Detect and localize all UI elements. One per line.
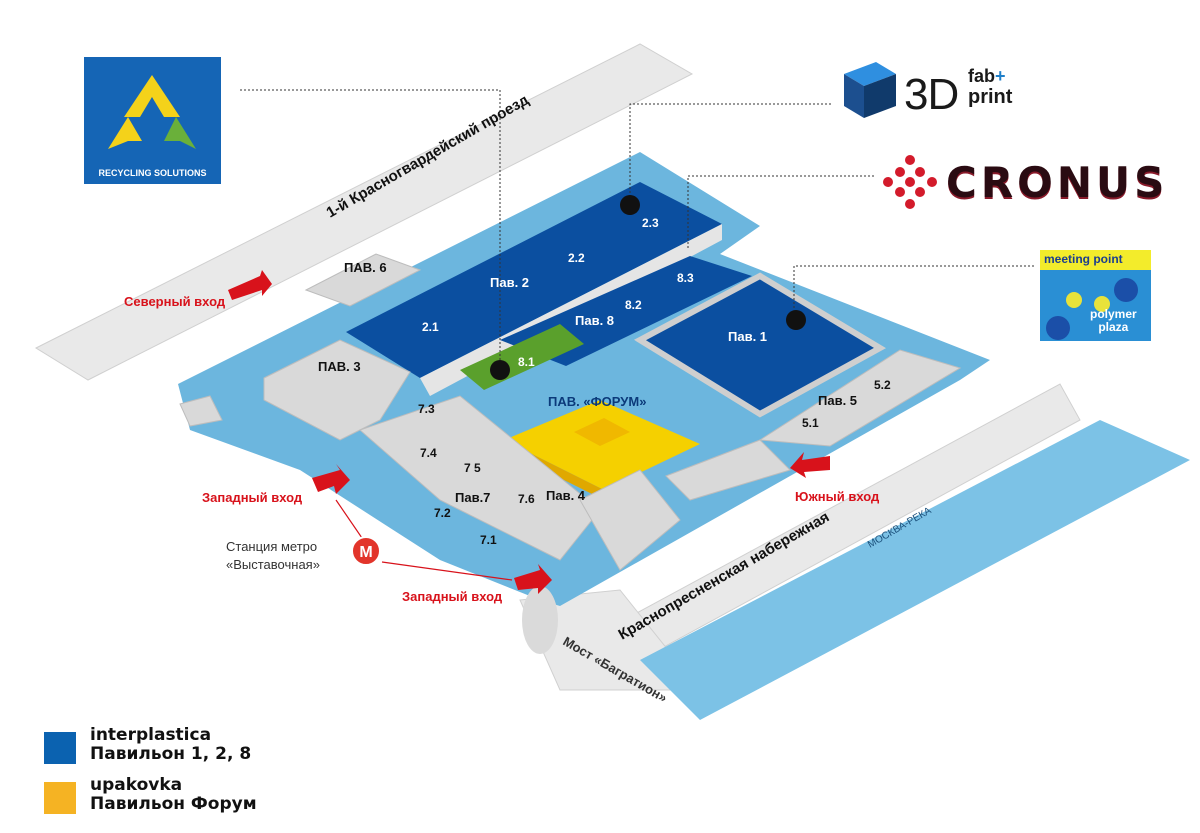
pav7-label: Пав.7 (455, 490, 490, 505)
legend-line2: Павильон Форум (90, 794, 257, 814)
hall-2-2: 2.2 (568, 251, 585, 265)
south-entrance-arrow[interactable] (790, 452, 830, 478)
fab-word: fab (968, 66, 995, 86)
hall-8-2: 8.2 (625, 298, 642, 312)
legend-item-upakovka: upakovka Павильон Форум (44, 776, 257, 814)
metro-label-2: «Выставочная» (226, 557, 320, 572)
hall-7-1: 7.1 (480, 533, 497, 547)
polymer-molecule-icon (1046, 278, 1138, 340)
west-entrance-arrow-2[interactable] (514, 564, 552, 594)
north-road (34, 43, 694, 381)
polymer-plaza-text: polymer plaza (1090, 308, 1137, 334)
legend-text: upakovka Павильон Форум (90, 776, 257, 814)
3d-text: 3D (904, 70, 959, 119)
west-entrance-label-2: Западный вход (402, 589, 503, 604)
pav3-label: ПАВ. 3 (318, 359, 361, 374)
hall-7-3: 7.3 (418, 402, 435, 416)
corner-building (179, 395, 223, 427)
leader-3d (629, 103, 832, 205)
molecule-icon (883, 155, 937, 209)
entrance-labels: Северный вход Западный вход Западный вхо… (124, 294, 880, 604)
meeting-point-logo: meeting point polymer plaza (1040, 250, 1151, 341)
hall-7-2: 7.2 (434, 506, 451, 520)
plus-sign: + (995, 66, 1006, 86)
pavilion-labels: ПАВ. 6 Пав. 2 ПАВ. 3 Пав. 8 Пав. 1 Пав. … (318, 260, 857, 505)
hall-2-1: 2.1 (422, 320, 439, 334)
south-building (665, 439, 791, 501)
pav5-building (758, 349, 962, 447)
pav6-label: ПАВ. 6 (344, 260, 387, 275)
south-entrance-label: Южный вход (795, 489, 880, 504)
cube-icon (844, 62, 896, 118)
metro-line-2 (381, 561, 513, 581)
recycling-icon (108, 75, 196, 149)
legend-line2: Павильон 1, 2, 8 (90, 744, 252, 764)
leader-lines (240, 89, 1036, 370)
pav8-label: Пав. 8 (575, 313, 614, 328)
hall-7-5: 7 5 (464, 461, 481, 475)
forum-label: ПАВ. «ФОРУМ» (548, 394, 646, 409)
cronus-wordmark: CRONUS (946, 158, 1169, 207)
hall-8-3: 8.3 (677, 271, 694, 285)
west-entrance-arrow-1[interactable] (312, 464, 350, 494)
meeting-point-text: meeting point (1044, 252, 1123, 266)
metro-label-1: Станция метро (226, 539, 317, 554)
hall-7-6: 7.6 (518, 492, 535, 506)
pav2-label: Пав. 2 (490, 275, 529, 290)
site-base (178, 152, 990, 606)
hall-5-1: 5.1 (802, 416, 819, 430)
plaza-text: plaza (1098, 320, 1129, 334)
pav2-block (346, 182, 722, 378)
leader-cronus (687, 175, 876, 248)
leader-mp (793, 265, 1036, 320)
pav4-building (579, 469, 681, 571)
north-entrance-arrow[interactable] (228, 270, 272, 300)
entrance-arrows[interactable] (228, 270, 830, 594)
legend-line1: upakovka (90, 775, 183, 795)
leader-recycling (240, 89, 501, 370)
west-entrance-label-1: Западный вход (202, 490, 303, 505)
hall-7-4: 7.4 (420, 446, 437, 460)
stand-marker-1 (786, 310, 806, 330)
stand-marker-23 (620, 195, 640, 215)
3d-fab-print-logo: 3D fab+ print (836, 60, 1032, 124)
hall-2-3: 2.3 (642, 216, 659, 230)
pav6-building (304, 253, 422, 307)
metro-letter: M (359, 544, 372, 561)
pav7-building (359, 395, 601, 561)
recycling-caption: RECYCLING SOLUTIONS (98, 168, 207, 178)
stand-marker-81 (490, 360, 510, 380)
legend-item-interplastica: interplastica Павильон 1, 2, 8 (44, 726, 251, 764)
pav1-label: Пав. 1 (728, 329, 767, 344)
polymer-text: polymer (1090, 307, 1137, 321)
pav4-label: Пав. 4 (546, 488, 586, 503)
metro-circle[interactable] (351, 536, 381, 566)
hall-labels: 2.1 2.2 2.3 8.1 8.2 8.3 5.1 5.2 7.1 7.2 … (418, 216, 891, 547)
north-entrance-label: Северный вход (124, 294, 226, 309)
meeting-point-band: meeting point (1040, 250, 1151, 270)
print-text: print (968, 86, 1013, 108)
legend-swatch-blue (44, 732, 76, 764)
forum-top (574, 418, 630, 446)
bridge-pillar (522, 586, 558, 654)
metro-connectors (335, 499, 513, 581)
legend-text: interplastica Павильон 1, 2, 8 (90, 726, 251, 764)
fab-text: fab+ (968, 66, 1006, 87)
metro-line-1 (335, 499, 363, 539)
pav5-label: Пав. 5 (818, 393, 857, 408)
recycling-logo: RECYCLING SOLUTIONS (84, 57, 221, 184)
legend-line1: interplastica (90, 725, 212, 745)
hall-5-2: 5.2 (874, 378, 891, 392)
grey-buildings (179, 253, 962, 571)
pav1-block (633, 272, 887, 418)
pav3-building (263, 339, 411, 441)
cronus-logo: CRONUS (880, 152, 1196, 214)
stand-markers (490, 195, 806, 380)
hall-8-1: 8.1 (518, 355, 535, 369)
river (640, 420, 1190, 720)
legend-swatch-yellow (44, 782, 76, 814)
